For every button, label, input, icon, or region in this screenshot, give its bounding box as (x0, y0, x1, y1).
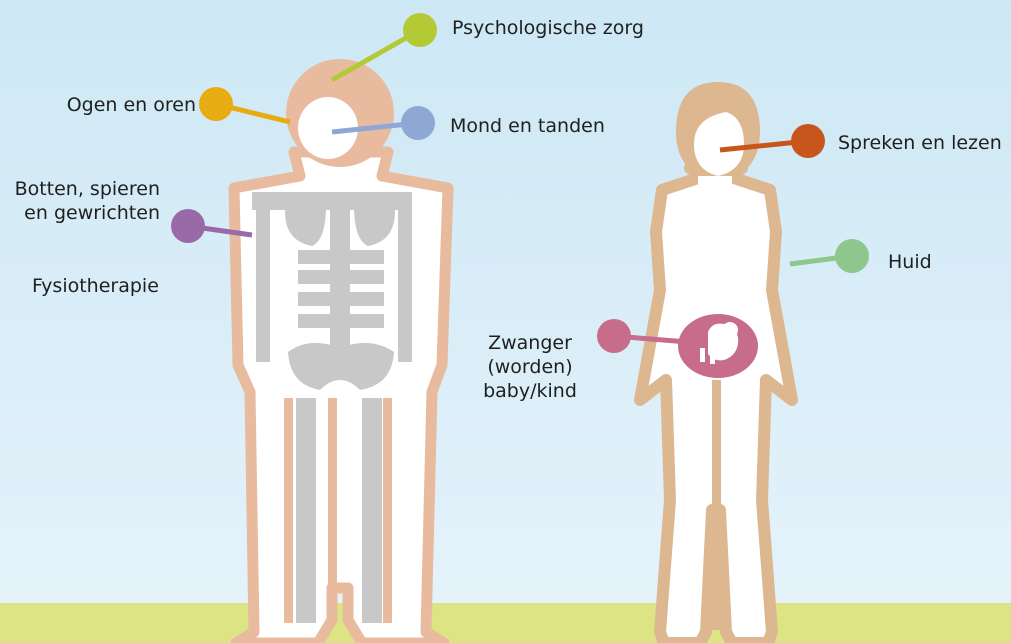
label-zwanger-line2: (worden) (480, 355, 580, 379)
label-ogen-en-oren: Ogen en oren (26, 93, 196, 117)
label-spreken-en-lezen: Spreken en lezen (838, 131, 1002, 155)
left-inner-leg-right (328, 398, 337, 623)
left-inner-leg-left (284, 398, 293, 623)
dot-botten (171, 209, 205, 243)
label-zwanger-baby-kind: Zwanger (worden) baby/kind (480, 331, 580, 403)
left-inner-leg-right2 (383, 398, 392, 623)
ground-strip (0, 603, 1011, 643)
label-fysiotherapie: Fysiotherapie (32, 274, 159, 298)
label-botten-line1: Botten, spieren (0, 177, 160, 201)
label-zwanger-line3: baby/kind (480, 379, 580, 403)
label-mond-en-tanden: Mond en tanden (450, 114, 605, 138)
dot-psychologische-zorg (403, 13, 437, 47)
dot-zwanger (597, 319, 631, 353)
label-botten-line2: en gewrichten (0, 201, 160, 225)
label-huid: Huid (888, 250, 932, 274)
label-botten-spieren-gewrichten: Botten, spieren en gewrichten (0, 177, 160, 225)
dot-ogen-en-oren (199, 87, 233, 121)
label-zwanger-line1: Zwanger (480, 331, 580, 355)
dot-huid (835, 239, 869, 273)
dot-spreken-en-lezen (791, 124, 825, 158)
label-psychologische-zorg: Psychologische zorg (452, 16, 644, 40)
right-inner-leg (712, 380, 721, 630)
dot-mond-en-tanden (401, 106, 435, 140)
